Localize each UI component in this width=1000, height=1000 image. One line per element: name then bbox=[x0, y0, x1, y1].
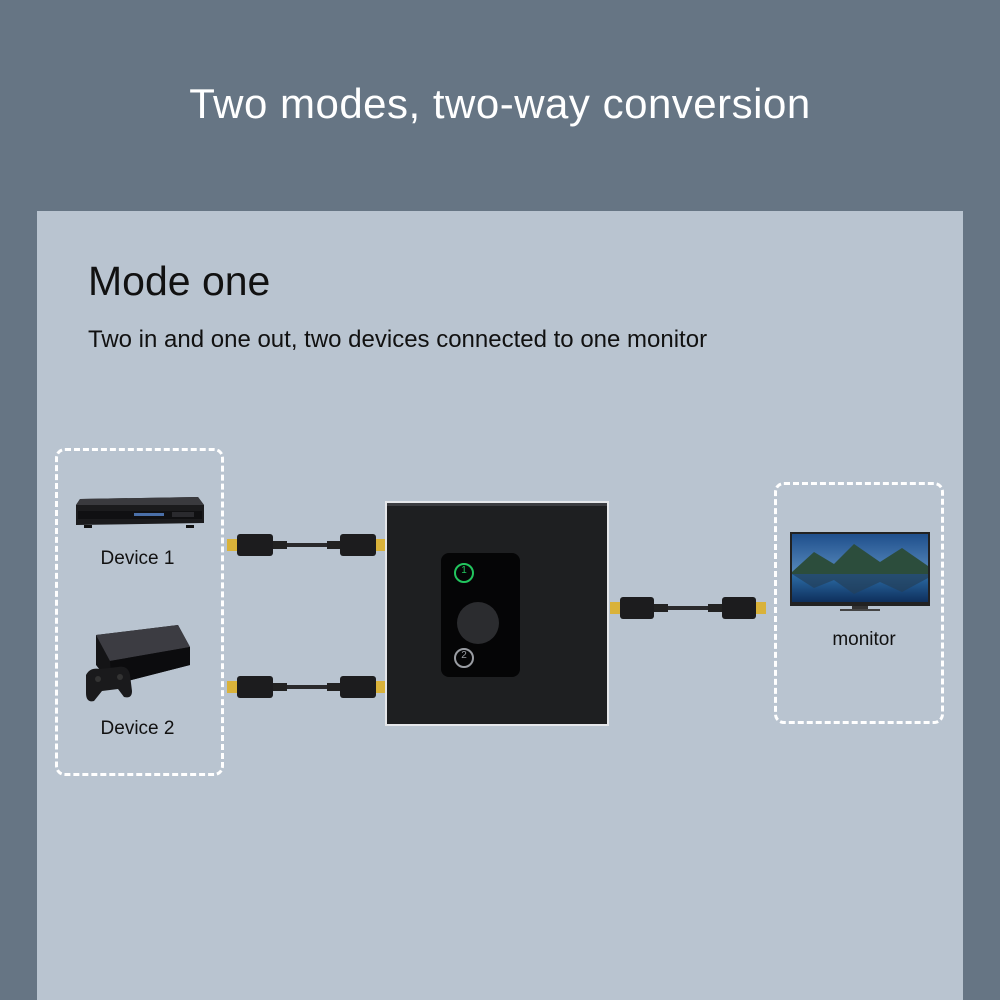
output-device-group bbox=[774, 482, 944, 724]
mode-title: Mode one bbox=[88, 258, 271, 304]
device-2-label: Device 2 bbox=[100, 718, 175, 739]
input-devices-group bbox=[55, 448, 224, 776]
hdmi-cable-2 bbox=[227, 676, 386, 698]
monitor-label: monitor bbox=[832, 629, 896, 650]
page-title: Two modes, two-way conversion bbox=[189, 80, 811, 127]
hdmi-cable-1 bbox=[227, 534, 386, 556]
blu-ray-player-icon bbox=[76, 497, 204, 528]
hdmi-cable-output bbox=[610, 597, 766, 619]
port-2-indicator-label: 2 bbox=[461, 650, 467, 661]
device-1-label: Device 1 bbox=[100, 548, 175, 569]
game-console-icon bbox=[86, 625, 190, 702]
monitor-icon bbox=[790, 532, 930, 611]
mode-description: Two in and one out, two devices connecte… bbox=[88, 326, 708, 353]
port-1-indicator-label: 1 bbox=[461, 565, 467, 576]
hdmi-switch-icon bbox=[385, 501, 609, 726]
